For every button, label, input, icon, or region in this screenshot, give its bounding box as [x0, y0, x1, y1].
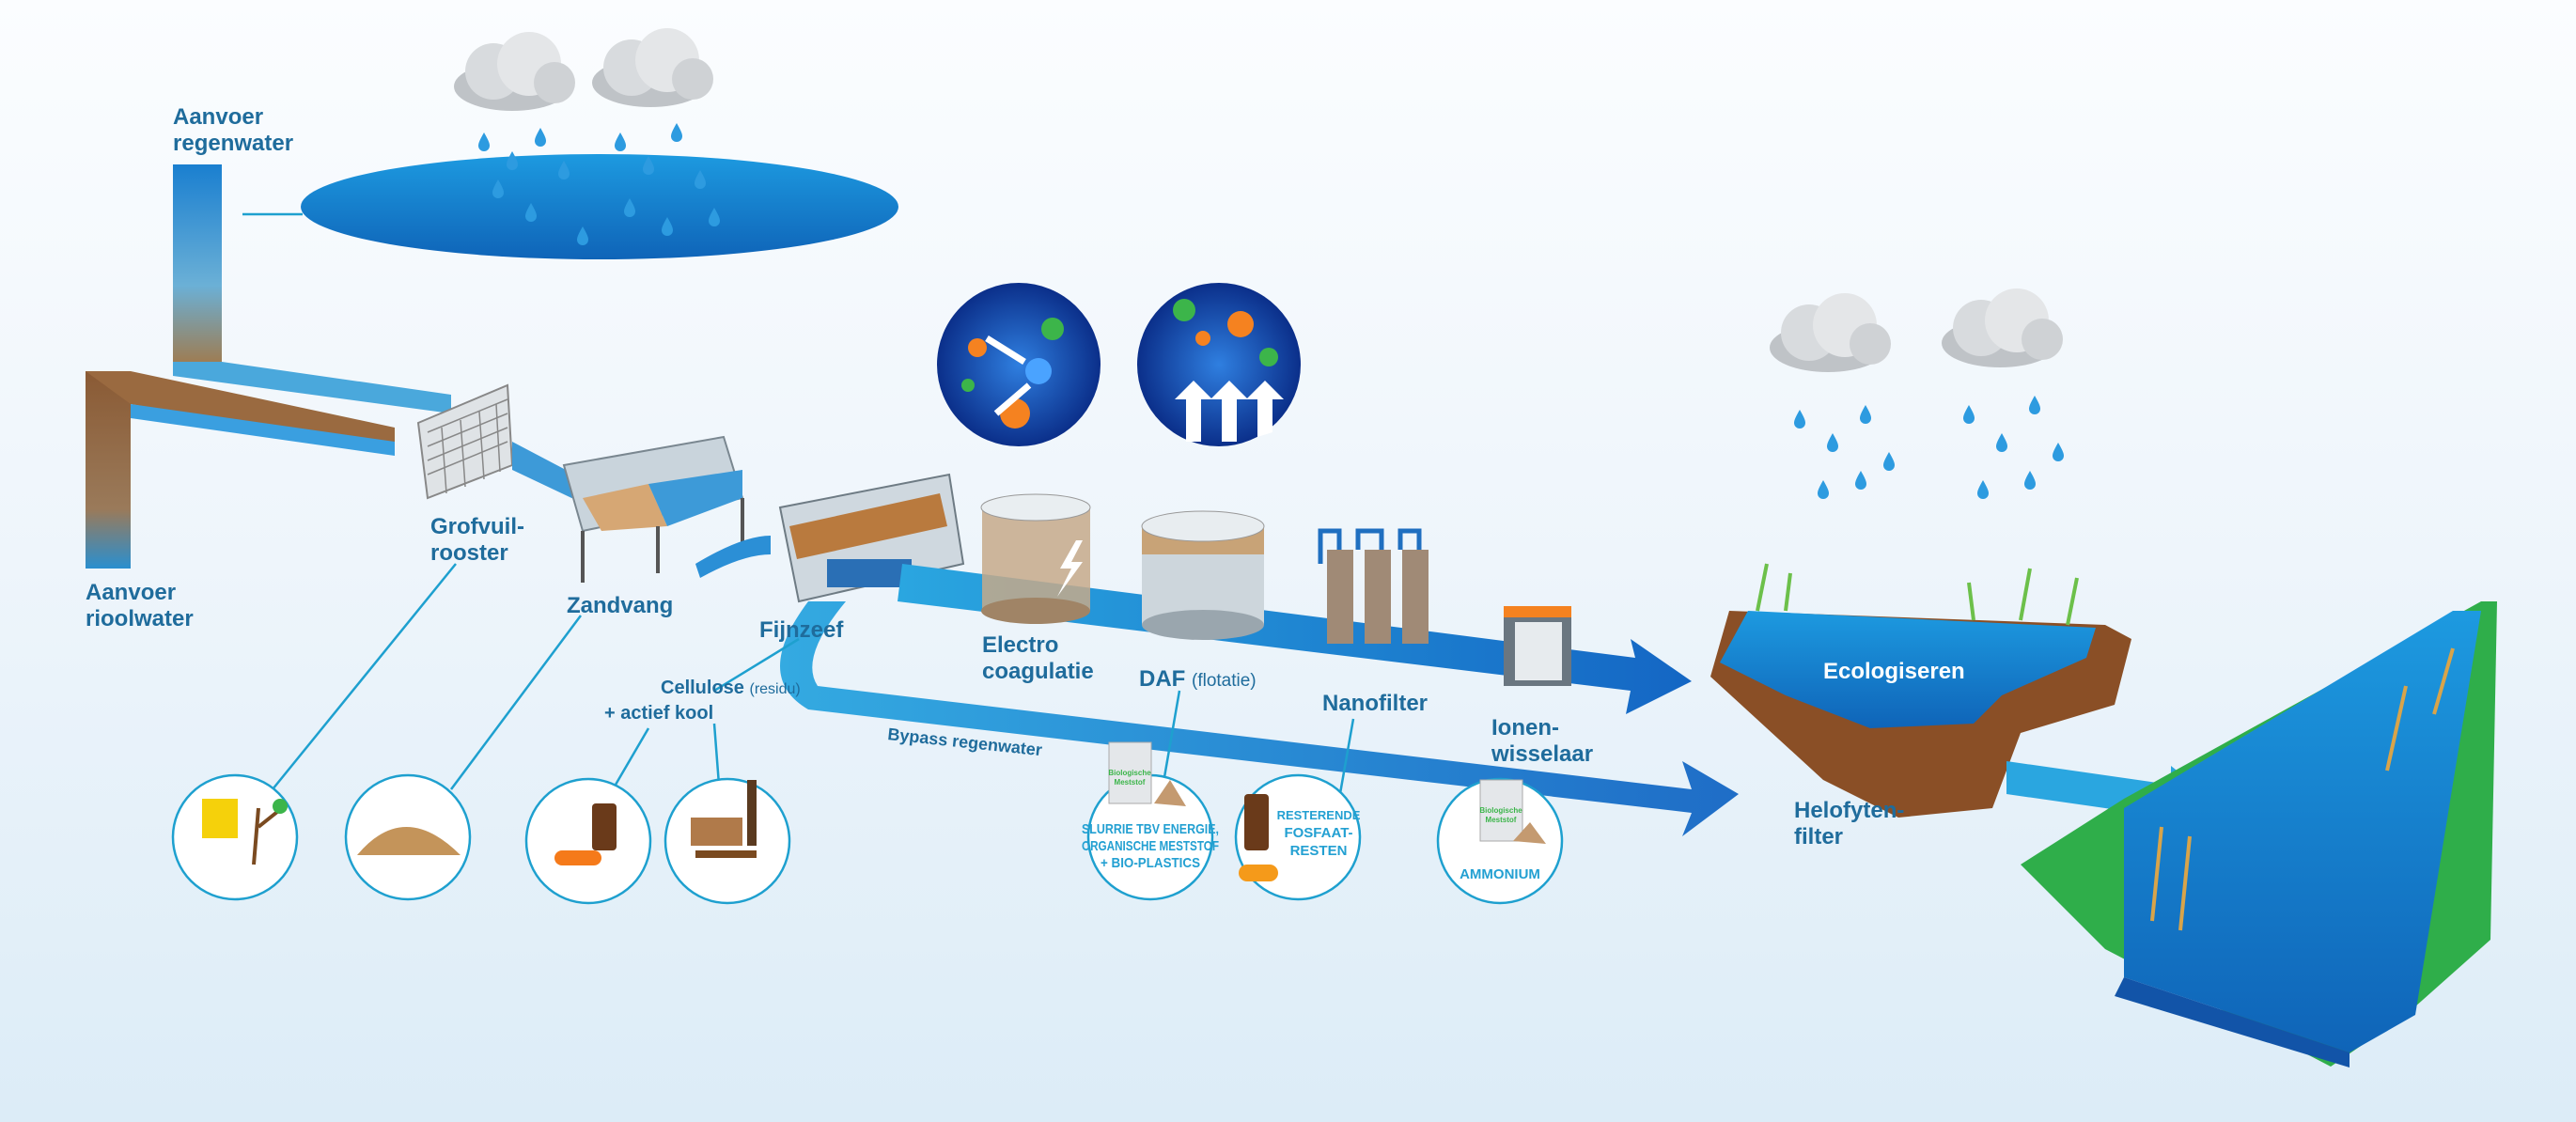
product-label: SLURRIE TBV ENERGIE,: [1082, 821, 1219, 837]
helophyte-filter-pond: [1710, 288, 2218, 836]
ecological-ditch: [2021, 601, 2497, 1067]
reeds-icon: [1756, 563, 2079, 626]
lightning-icon: [1057, 540, 1083, 597]
daf-tank: [1141, 510, 1265, 640]
box-icon: [691, 818, 742, 846]
cloud-icon: [592, 28, 713, 107]
product-label: FOSFAAT-: [1284, 825, 1352, 841]
bottle-icon: [1244, 794, 1269, 850]
bottle-icon: [592, 803, 617, 850]
bypass-flow: [780, 601, 1739, 836]
label-sewer-supply: rioolwater: [86, 606, 194, 631]
leader-lines: [272, 563, 1523, 804]
diagram-labels: Aanvoer regenwater Aanvoer rioolwater Gr…: [86, 104, 1965, 849]
sewer-water-stream: [131, 404, 395, 456]
product-label: RESTEN: [1290, 843, 1348, 859]
main-flow: [898, 564, 1692, 714]
bag-label: Biologische: [1479, 806, 1522, 815]
product-phosphate: RESTERENDE FOSFAAT- RESTEN: [1234, 773, 1362, 901]
label-helophyte-filter: Helofyten-: [1794, 798, 1904, 823]
arrow-icon: [985, 335, 1032, 416]
product-active-carbon: [524, 777, 652, 905]
label-ecologiseren: Ecologiseren: [1823, 659, 1965, 684]
outflow-arrow: [2006, 761, 2218, 836]
label-ion-exchanger: Ionen-: [1491, 715, 1559, 740]
label-sand-trap: Zandvang: [567, 593, 673, 618]
product-ammonium: Biologische Meststof AMMONIUM: [1436, 777, 1564, 905]
product-label: AMMONIUM: [1460, 866, 1540, 882]
bag-label: Meststof: [1486, 816, 1517, 824]
product-cellulose: [664, 777, 791, 905]
pill-icon: [554, 850, 601, 865]
cloud-icon: [1770, 293, 1891, 372]
rain-supply-channel: [173, 362, 451, 413]
fertilizer-bag-icon: [1479, 779, 1523, 842]
sewer-supply-channel: [86, 371, 395, 449]
coagulation-magnifier: [937, 283, 1101, 446]
product-coarse-waste: [171, 773, 299, 901]
electro-coagulation-tank: [980, 493, 1091, 624]
rain-drops-icon: [1794, 396, 2064, 499]
label-cellulose: Cellulose (residu): [661, 678, 801, 698]
label-electro-coagulation: coagulatie: [982, 659, 1094, 684]
product-slurry: Biologische Meststof SLURRIE TBV ENERGIE…: [1082, 741, 1219, 901]
label-coarse-screen: Grofvuil-: [430, 514, 524, 539]
product-sand: [344, 773, 472, 901]
flotation-magnifier: [1137, 283, 1301, 446]
pill-icon: [1239, 865, 1278, 881]
cloud-icon: [1942, 288, 2063, 367]
rain-pond: [301, 28, 898, 259]
nanofilter-unit: [1318, 528, 1429, 644]
cloud-icon: [454, 32, 575, 111]
label-electro-coagulation: Electro: [982, 632, 1058, 658]
table-icon: [695, 850, 757, 858]
rain-supply-pipe: [173, 164, 222, 366]
label-cellulose-main: Cellulose: [661, 678, 744, 698]
label-daf: DAF (flotatie): [1139, 666, 1257, 692]
product-label: + BIO-PLASTICS: [1101, 855, 1200, 871]
reeds-icon: [2150, 647, 2455, 931]
label-fine-sieve: Fijnzeef: [759, 617, 844, 643]
post-icon: [747, 780, 757, 846]
sand-pile-icon: [1154, 780, 1186, 806]
label-daf-main: DAF: [1139, 666, 1185, 692]
label-coarse-screen: rooster: [430, 540, 508, 566]
label-cellulose-sub: (residu): [749, 681, 800, 697]
label-daf-sub: (flotatie): [1192, 671, 1257, 691]
arrow-up-icon: [1175, 381, 1284, 442]
sand-pile-icon: [1513, 822, 1546, 844]
label-rain-supply: Aanvoer: [173, 104, 263, 130]
product-label: ORGANISCHE MESTSTOF: [1082, 838, 1219, 854]
bag-icon: [202, 799, 238, 838]
sand-pile-icon: [357, 827, 461, 855]
label-nanofilter: Nanofilter: [1322, 691, 1428, 716]
sewer-supply-pipe: [86, 371, 131, 569]
label-ion-exchanger: wisselaar: [1491, 741, 1593, 767]
bag-label: Meststof: [1115, 778, 1146, 787]
ion-exchanger-unit: [1504, 606, 1571, 686]
sand-trap: [562, 435, 771, 583]
label-active-carbon: + actief kool: [604, 703, 713, 724]
bag-label: Biologische: [1108, 769, 1151, 777]
label-helophyte-filter: filter: [1794, 824, 1843, 849]
product-label: RESTERENDE: [1277, 808, 1361, 822]
label-sewer-supply: Aanvoer: [86, 580, 176, 605]
label-rain-supply: regenwater: [173, 131, 293, 156]
fertilizer-bag-icon: [1108, 741, 1152, 804]
